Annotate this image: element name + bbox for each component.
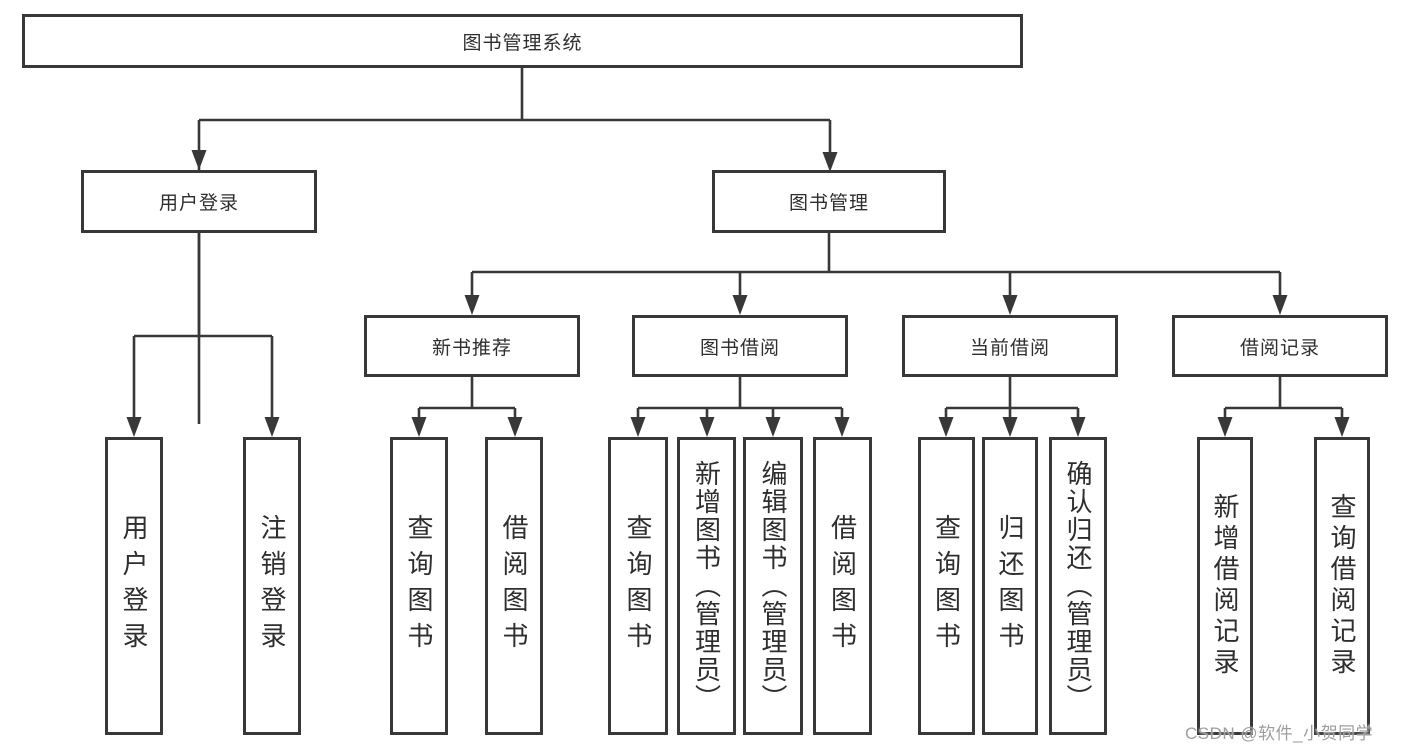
node-label: 借阅图书: [827, 514, 858, 658]
leaf-borrow-books-recommend: 借阅图书: [485, 437, 543, 735]
connector-current-borrow-children: [938, 377, 1086, 437]
leaf-return-books: 归还图书: [982, 437, 1038, 735]
leaf-query-books-recommend: 查询图书: [390, 437, 448, 735]
connector-borrow-records-children: [1217, 377, 1350, 437]
node-label: 查询借阅记录: [1327, 493, 1357, 679]
node-label: 查询图书: [931, 514, 962, 658]
node-label: 查询图书: [404, 514, 434, 658]
connector-new-book-recommend-children: [411, 377, 523, 437]
node-book-borrow: 图书借阅: [632, 315, 848, 377]
node-user-login: 用户登录: [81, 170, 317, 233]
node-current-borrow: 当前借阅: [902, 315, 1118, 377]
node-label: 图书借阅: [699, 337, 780, 359]
node-label: 用户登录: [119, 514, 149, 658]
node-label: 新增图书（管理员）: [691, 460, 722, 712]
connector-book-borrow-children: [630, 377, 850, 437]
node-label: 编辑图书（管理员）: [758, 460, 788, 712]
leaf-user-login: 用户登录: [105, 437, 163, 735]
leaf-logout: 注销登录: [243, 437, 301, 735]
node-label: 注销登录: [257, 514, 287, 658]
node-label: 新书推荐: [431, 337, 512, 359]
node-label: 用户登录: [158, 193, 239, 214]
leaf-query-borrow-record: 查询借阅记录: [1314, 437, 1370, 735]
node-new-book-recommend: 新书推荐: [364, 315, 580, 377]
node-label: 查询图书: [623, 514, 653, 658]
node-label: 新增借阅记录: [1210, 493, 1240, 679]
node-book-management: 图书管理: [712, 170, 946, 233]
leaf-add-borrow-record: 新增借阅记录: [1197, 437, 1253, 735]
node-label: 图书管理: [788, 193, 869, 214]
node-label: 借阅图书: [499, 514, 529, 658]
connector-book-management-branch: [464, 233, 1288, 315]
csdn-watermark: CSDN @软件_小贺同学: [1185, 724, 1374, 743]
leaf-borrow-books: 借阅图书: [813, 437, 872, 735]
leaf-add-books-admin: 新增图书（管理员）: [677, 437, 736, 735]
leaf-confirm-return-admin: 确认归还（管理员）: [1049, 437, 1107, 735]
leaf-edit-books-admin: 编辑图书（管理员）: [743, 437, 803, 735]
node-label: 图书管理系统: [462, 32, 583, 54]
node-label: 归还图书: [995, 514, 1025, 658]
node-label: 借阅记录: [1239, 337, 1320, 359]
node-label: 当前借阅: [969, 337, 1050, 359]
leaf-query-books-current: 查询图书: [918, 437, 975, 735]
leaf-query-books-borrow: 查询图书: [608, 437, 668, 735]
node-library-management-system: 图书管理系统: [22, 14, 1023, 68]
node-borrow-records: 借阅记录: [1172, 315, 1388, 377]
node-label: 确认归还（管理员）: [1063, 460, 1093, 712]
connector-user-login-branch: [126, 233, 280, 437]
